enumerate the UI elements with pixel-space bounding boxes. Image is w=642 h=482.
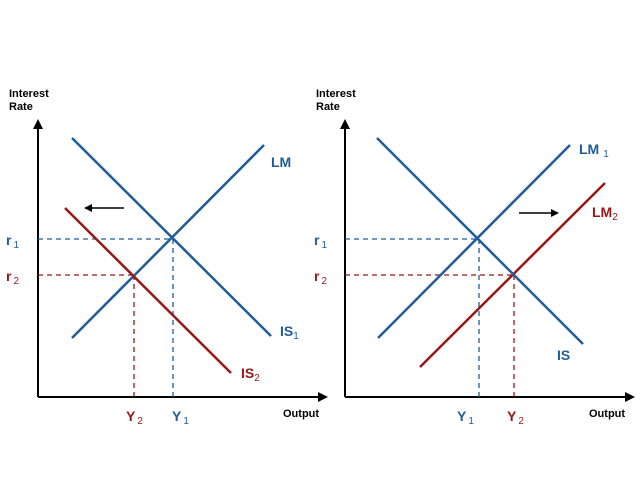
left-is1-curve bbox=[71, 137, 272, 337]
right-y-axis-title-line2: Rate bbox=[316, 101, 340, 113]
left-y-axis-title-line2: Rate bbox=[9, 101, 33, 113]
right-x-axis-title: Output bbox=[589, 408, 625, 420]
right-lm2-label: LM2 bbox=[592, 204, 618, 223]
left-lm-curve bbox=[71, 144, 265, 339]
left-is2-label: IS2 bbox=[241, 365, 260, 384]
left-is1-label: IS1 bbox=[280, 323, 299, 342]
left-lm-label: LM bbox=[271, 154, 291, 170]
right-is-label: IS bbox=[557, 347, 570, 363]
right-lm1-curve bbox=[377, 144, 571, 339]
left-y-axis-title-line1: Interest bbox=[9, 88, 49, 100]
left-x-axis-title: Output bbox=[283, 408, 319, 420]
right-is-curve bbox=[376, 137, 584, 345]
right-y-axis-title-line1: Interest bbox=[316, 88, 356, 100]
left-is2-curve bbox=[64, 207, 232, 374]
